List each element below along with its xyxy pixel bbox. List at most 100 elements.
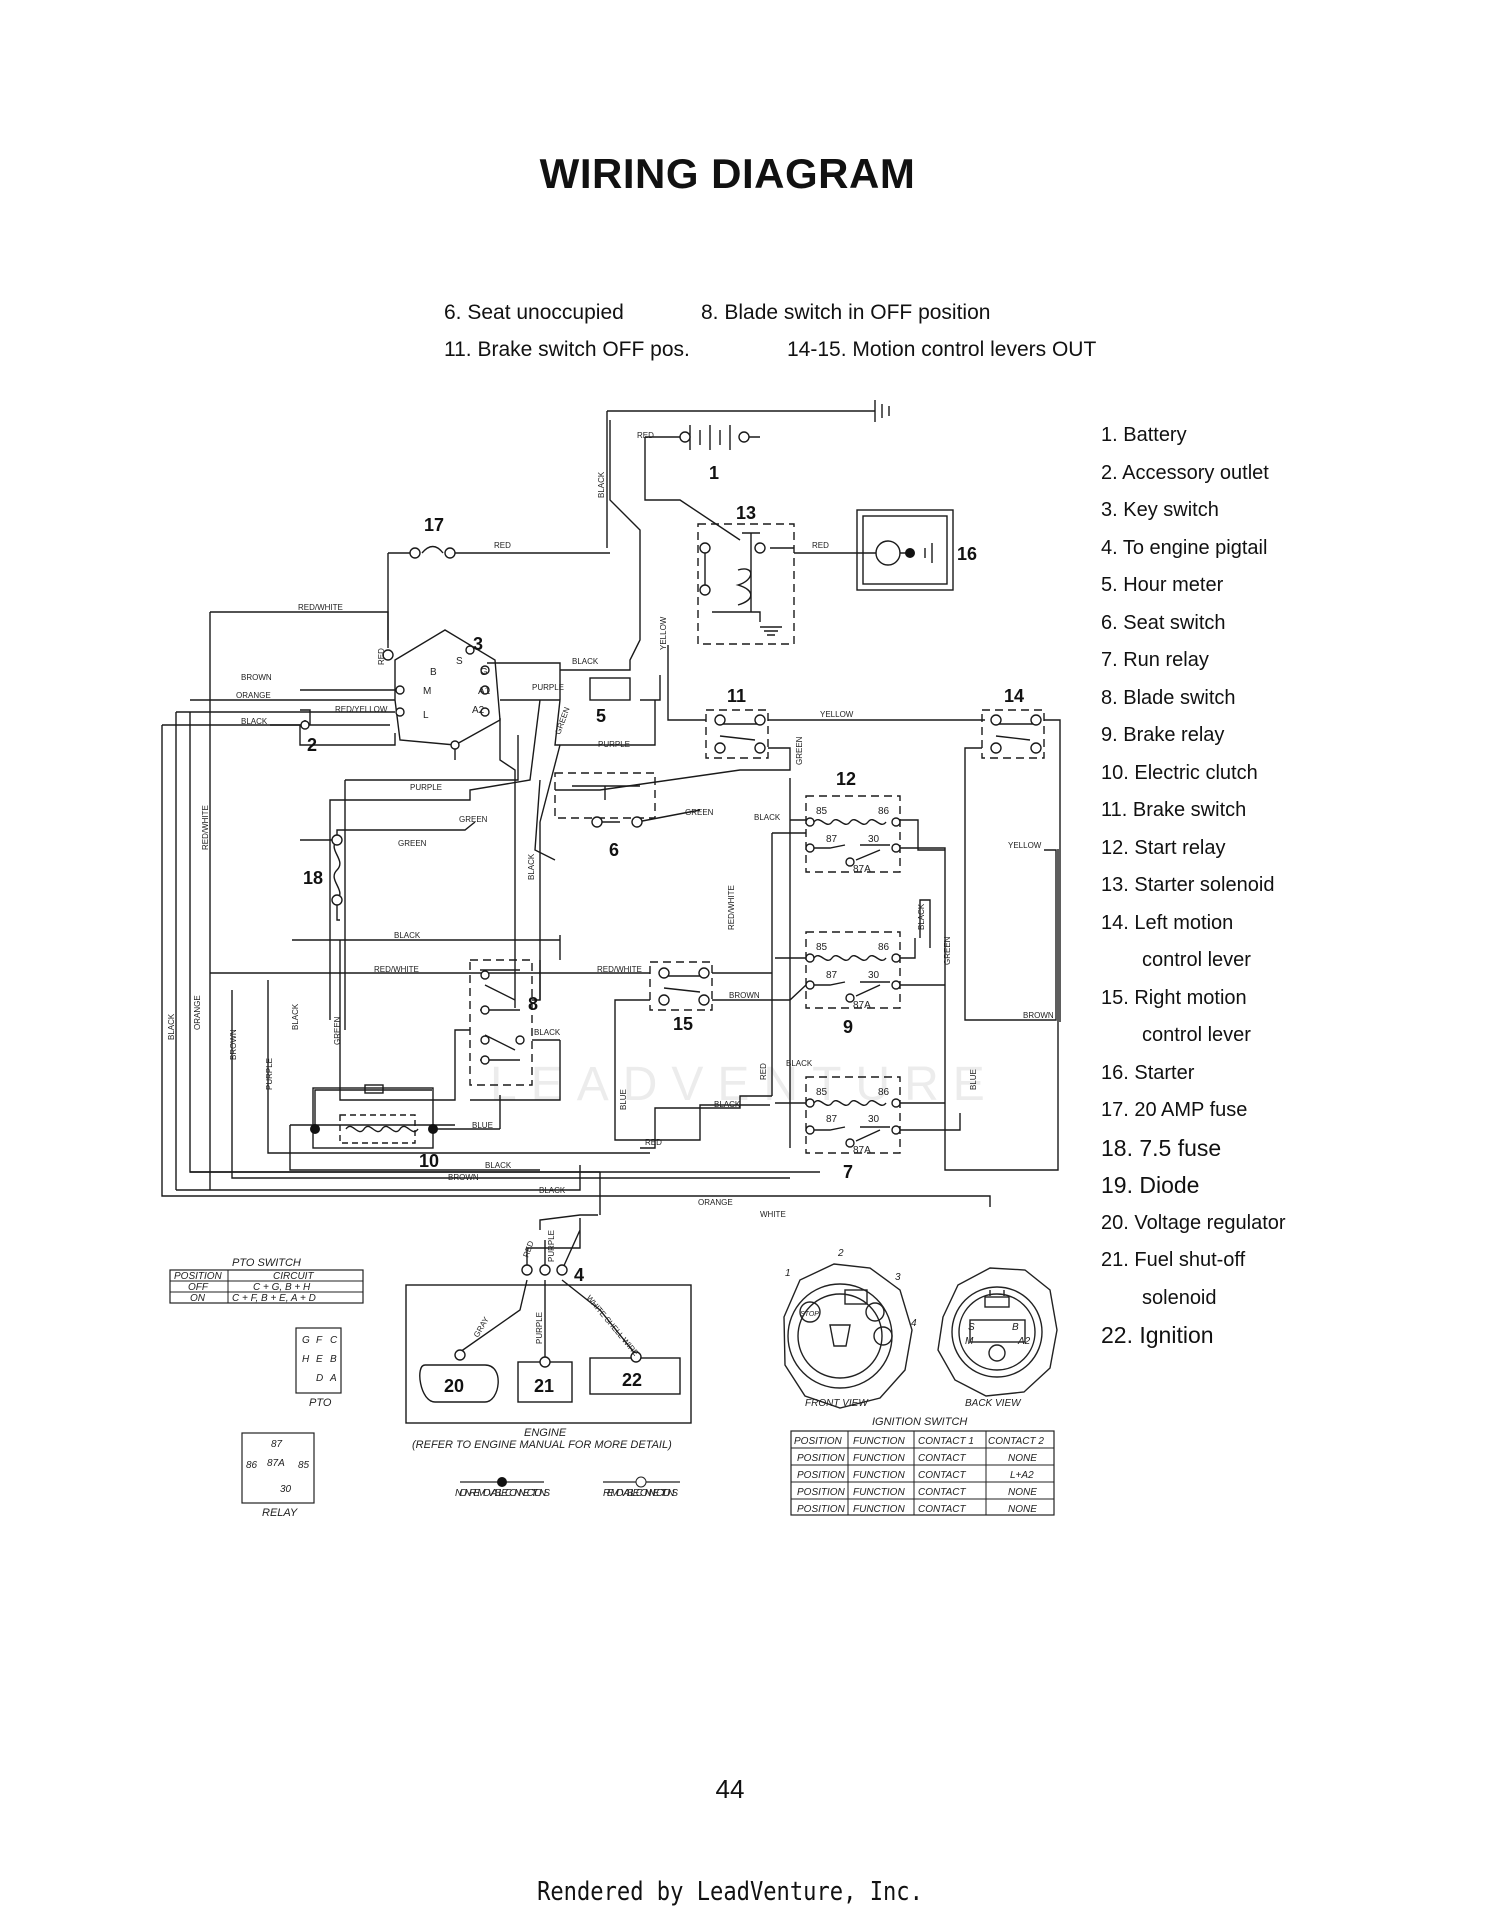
legend-item: 14. Left motion: [1101, 911, 1234, 934]
svg-text:87A: 87A: [853, 1145, 871, 1156]
num-4: 4: [574, 1265, 584, 1285]
svg-text:RED/YELLOW: RED/YELLOW: [335, 705, 388, 714]
svg-text:CONTACT: CONTACT: [918, 1470, 966, 1481]
legend-item: 7. Run relay: [1101, 649, 1209, 671]
svg-text:BROWN: BROWN: [1023, 1011, 1054, 1020]
condition-brake: 11. Brake switch OFF pos.: [444, 338, 690, 361]
svg-text:A2: A2: [472, 705, 485, 716]
svg-text:30: 30: [868, 834, 880, 845]
svg-text:D: D: [316, 1373, 323, 1384]
svg-text:PTO SWITCH: PTO SWITCH: [232, 1257, 301, 1269]
svg-text:POSITION: POSITION: [797, 1453, 846, 1464]
svg-text:87A: 87A: [853, 1000, 871, 1011]
svg-text:BROWN: BROWN: [729, 991, 760, 1000]
svg-text:87: 87: [271, 1439, 283, 1450]
svg-text:FUNCTION: FUNCTION: [853, 1487, 905, 1498]
svg-text:NONE: NONE: [1008, 1453, 1037, 1464]
svg-text:RED: RED: [812, 541, 829, 550]
svg-text:POSITION: POSITION: [797, 1504, 846, 1515]
svg-text:BLUE: BLUE: [969, 1069, 978, 1090]
wire-labels: RED RED RED RED RED/WHITE RED/WHITE RED/…: [167, 431, 1054, 1358]
svg-text:F: F: [316, 1335, 323, 1346]
num-17: 17: [424, 515, 444, 535]
svg-text:87: 87: [826, 834, 838, 845]
num-21: 21: [534, 1376, 554, 1396]
svg-text:85: 85: [816, 806, 828, 817]
legend-item: 4. To engine pigtail: [1101, 536, 1268, 559]
svg-text:4: 4: [911, 1318, 917, 1329]
svg-text:BLUE: BLUE: [619, 1089, 628, 1110]
footer-credit: Rendered by LeadVenture, Inc.: [537, 1877, 923, 1907]
legend-item: 1. Battery: [1101, 424, 1187, 446]
num-5: 5: [596, 706, 606, 726]
svg-text:L: L: [423, 710, 429, 721]
svg-text:85: 85: [816, 942, 828, 953]
svg-text:OFF: OFF: [188, 1282, 209, 1293]
ignition-back-labels: S M B A2 BACK VIEW: [965, 1322, 1031, 1409]
condition-seat: 6. Seat unoccupied: [444, 301, 624, 324]
svg-text:GREEN: GREEN: [398, 839, 427, 848]
svg-text:BLACK: BLACK: [754, 813, 781, 822]
svg-text:YELLOW: YELLOW: [1008, 841, 1042, 850]
svg-text:GREEN: GREEN: [943, 936, 952, 965]
svg-text:RED: RED: [521, 1240, 535, 1259]
svg-text:BLACK: BLACK: [917, 903, 926, 930]
svg-text:POSITION: POSITION: [797, 1470, 846, 1481]
svg-text:GREEN: GREEN: [333, 1016, 342, 1045]
svg-text:BLACK: BLACK: [291, 1003, 300, 1030]
legend-item: 3. Key switch: [1101, 499, 1219, 521]
svg-text:86: 86: [878, 942, 890, 953]
svg-text:NONE: NONE: [1008, 1504, 1037, 1515]
svg-text:S: S: [456, 656, 463, 667]
legend-item: 10. Electric clutch: [1101, 761, 1258, 784]
svg-text:BLACK: BLACK: [786, 1059, 813, 1068]
svg-text:CONTACT 1: CONTACT 1: [918, 1436, 974, 1447]
legend-item: 17. 20 AMP fuse: [1101, 1099, 1248, 1121]
svg-text:RED/WHITE: RED/WHITE: [298, 603, 343, 612]
svg-text:3: 3: [895, 1272, 901, 1283]
svg-text:C + G, B + H: C + G, B + H: [253, 1282, 311, 1293]
svg-text:GRAY: GRAY: [472, 1315, 491, 1339]
svg-text:ORANGE: ORANGE: [193, 995, 202, 1030]
legend-item: 18. 7.5 fuse: [1101, 1134, 1222, 1161]
num-7: 7: [843, 1162, 853, 1182]
num-14: 14: [1004, 686, 1024, 706]
svg-text:IGNITION SWITCH: IGNITION SWITCH: [872, 1416, 967, 1428]
svg-text:CONTACT 2: CONTACT 2: [988, 1436, 1044, 1447]
condition-motion: 14-15. Motion control levers OUT: [787, 338, 1097, 361]
engine-label: ENGINE: [524, 1427, 567, 1439]
svg-text:BLACK: BLACK: [534, 1028, 561, 1037]
svg-text:B: B: [430, 667, 437, 678]
svg-text:RED: RED: [759, 1063, 768, 1080]
svg-text:BLACK: BLACK: [167, 1013, 176, 1040]
num-10: 10: [419, 1151, 439, 1171]
legend-item: 20. Voltage regulator: [1101, 1211, 1286, 1234]
num-22: 22: [622, 1370, 642, 1390]
svg-text:POSITION: POSITION: [794, 1436, 843, 1447]
svg-text:1: 1: [785, 1268, 791, 1279]
svg-text:PURPLE: PURPLE: [547, 1230, 556, 1262]
page-number: 44: [715, 1774, 745, 1804]
condition-blade: 8. Blade switch in OFF position: [701, 301, 991, 324]
connection-legend: NON-REMOVABLE CONNECTIONS REMOVABLE CONN…: [455, 1476, 680, 1499]
svg-text:GREEN: GREEN: [459, 815, 488, 824]
legend-item: 21. Fuel shut-off: [1101, 1249, 1246, 1271]
svg-text:CONTACT: CONTACT: [918, 1487, 966, 1498]
svg-text:FUNCTION: FUNCTION: [853, 1504, 905, 1515]
pto-pin-diagram: G F C H E B D A PTO: [295, 1327, 342, 1409]
svg-text:B: B: [330, 1354, 337, 1365]
svg-text:86: 86: [246, 1460, 258, 1471]
svg-text:BLACK: BLACK: [241, 717, 268, 726]
svg-text:BLACK: BLACK: [527, 853, 536, 880]
legend-item: 8. Blade switch: [1101, 686, 1236, 709]
svg-text:30: 30: [868, 970, 880, 981]
legend-item: 22. Ignition: [1101, 1322, 1214, 1348]
num-15: 15: [673, 1014, 693, 1034]
svg-text:YELLOW: YELLOW: [820, 710, 854, 719]
svg-text:RED/WHITE: RED/WHITE: [597, 965, 642, 974]
svg-text:BLACK: BLACK: [539, 1186, 566, 1195]
svg-text:87: 87: [826, 1114, 838, 1125]
svg-text:A2: A2: [1017, 1336, 1031, 1347]
